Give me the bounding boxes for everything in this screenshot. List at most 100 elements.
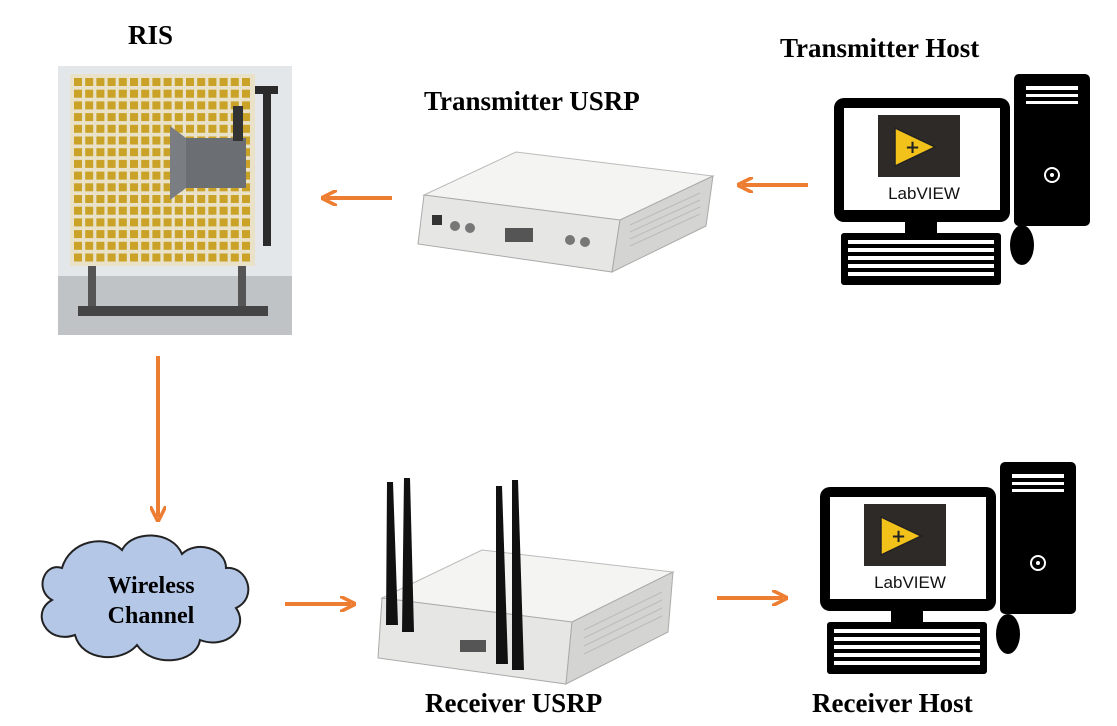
ris-unit-cell xyxy=(163,101,172,110)
ris-unit-cell xyxy=(96,78,105,86)
ris-unit-cell xyxy=(74,241,82,250)
ris-unit-cell xyxy=(74,89,82,98)
transmitter-host-computer: + LabVIEW xyxy=(834,74,1090,285)
ris-unit-cell xyxy=(141,171,150,180)
ris-unit-cell xyxy=(85,171,94,180)
ris-unit-cell xyxy=(219,78,228,86)
ris-unit-cell xyxy=(118,136,127,145)
ris-unit-cell xyxy=(152,124,161,133)
ris-unit-cell xyxy=(186,101,194,110)
ris-unit-cell xyxy=(163,218,172,227)
transmitter-host-label: Transmitter Host xyxy=(780,33,980,63)
ris-unit-cell xyxy=(96,159,105,168)
ris-unit-cell xyxy=(174,218,183,227)
ris-unit-cell xyxy=(219,218,228,227)
transmitter-usrp-device xyxy=(417,151,715,273)
ris-unit-cell xyxy=(230,206,239,215)
ris-unit-cell xyxy=(186,241,194,250)
ris-unit-cell xyxy=(197,218,206,227)
ris-unit-cell xyxy=(141,195,150,203)
ris-unit-cell xyxy=(85,78,94,86)
ris-unit-cell xyxy=(96,101,105,110)
ris-unit-cell xyxy=(74,253,82,262)
ris-unit-cell xyxy=(186,113,194,122)
ris-unit-cell xyxy=(197,113,206,122)
ris-unit-cell xyxy=(152,148,161,157)
ris-unit-cell xyxy=(174,230,183,239)
ris-unit-cell xyxy=(186,78,194,86)
ris-unit-cell xyxy=(130,183,138,192)
ris-unit-cell xyxy=(74,171,82,180)
ris-unit-cell xyxy=(163,124,172,133)
ris-unit-cell xyxy=(118,230,127,239)
ris-unit-cell xyxy=(96,253,105,262)
ris-unit-cell xyxy=(74,195,82,203)
ris-unit-cell xyxy=(230,241,239,250)
ris-unit-cell xyxy=(130,195,138,203)
ris-unit-cell xyxy=(186,218,194,227)
ris-unit-cell xyxy=(141,230,150,239)
receiver-host-computer: + LabVIEW xyxy=(820,462,1076,674)
ris-unit-cell xyxy=(85,89,94,98)
ris-unit-cell xyxy=(230,218,239,227)
ris-unit-cell xyxy=(74,148,82,157)
ris-unit-cell xyxy=(197,206,206,215)
ris-unit-cell xyxy=(152,195,161,203)
ris-unit-cell xyxy=(96,206,105,215)
ris-unit-cell xyxy=(163,136,172,145)
ris-unit-cell xyxy=(152,218,161,227)
ris-unit-cell xyxy=(141,113,150,122)
ris-unit-cell xyxy=(118,241,127,250)
ris-unit-cell xyxy=(96,136,105,145)
ris-unit-cell xyxy=(107,230,116,239)
ris-unit-cell xyxy=(96,89,105,98)
ris-unit-cell xyxy=(107,113,116,122)
ris-unit-cell xyxy=(130,230,138,239)
ris-unit-cell xyxy=(208,78,217,86)
ris-unit-cell xyxy=(197,230,206,239)
ris-unit-cell xyxy=(197,253,206,262)
ris-unit-cell xyxy=(152,101,161,110)
ris-unit-cell xyxy=(174,253,183,262)
ris-unit-cell xyxy=(118,253,127,262)
ris-unit-cell xyxy=(186,195,194,203)
ris-unit-cell xyxy=(208,195,217,203)
ris-unit-cell xyxy=(130,124,138,133)
ris-unit-cell xyxy=(107,101,116,110)
ris-unit-cell xyxy=(230,230,239,239)
ris-unit-cell xyxy=(130,218,138,227)
ris-unit-cell xyxy=(141,148,150,157)
ris-unit-cell xyxy=(107,148,116,157)
ris-unit-cell xyxy=(130,159,138,168)
ris-unit-cell xyxy=(74,113,82,122)
ris-unit-cell xyxy=(152,113,161,122)
receiver-usrp-label: Receiver USRP xyxy=(425,688,603,718)
ris-unit-cell xyxy=(186,89,194,98)
ris-unit-cell xyxy=(208,113,217,122)
ris-unit-cell xyxy=(208,241,217,250)
ris-unit-cell xyxy=(186,206,194,215)
ris-unit-cell xyxy=(219,206,228,215)
ris-unit-cell xyxy=(152,136,161,145)
ris-unit-cell xyxy=(186,124,194,133)
ris-unit-cell xyxy=(107,136,116,145)
ris-unit-cell xyxy=(118,159,127,168)
ris-unit-cell xyxy=(85,195,94,203)
ris-unit-cell xyxy=(74,124,82,133)
ris-unit-cell xyxy=(118,78,127,86)
ris-unit-cell xyxy=(96,171,105,180)
ris-unit-cell xyxy=(130,101,138,110)
ris-unit-cell xyxy=(85,124,94,133)
ris-unit-cell xyxy=(219,195,228,203)
ris-unit-cell xyxy=(197,124,206,133)
ris-unit-cell xyxy=(118,101,127,110)
cloud-line-1: Wireless xyxy=(107,573,195,599)
ris-unit-cell xyxy=(107,195,116,203)
labview-logo-text-rx: LabVIEW xyxy=(874,573,946,592)
ris-unit-cell xyxy=(197,195,206,203)
ris-unit-cell xyxy=(141,241,150,250)
ris-unit-cell xyxy=(96,195,105,203)
ris-unit-cell xyxy=(118,183,127,192)
ris-unit-cell xyxy=(96,230,105,239)
